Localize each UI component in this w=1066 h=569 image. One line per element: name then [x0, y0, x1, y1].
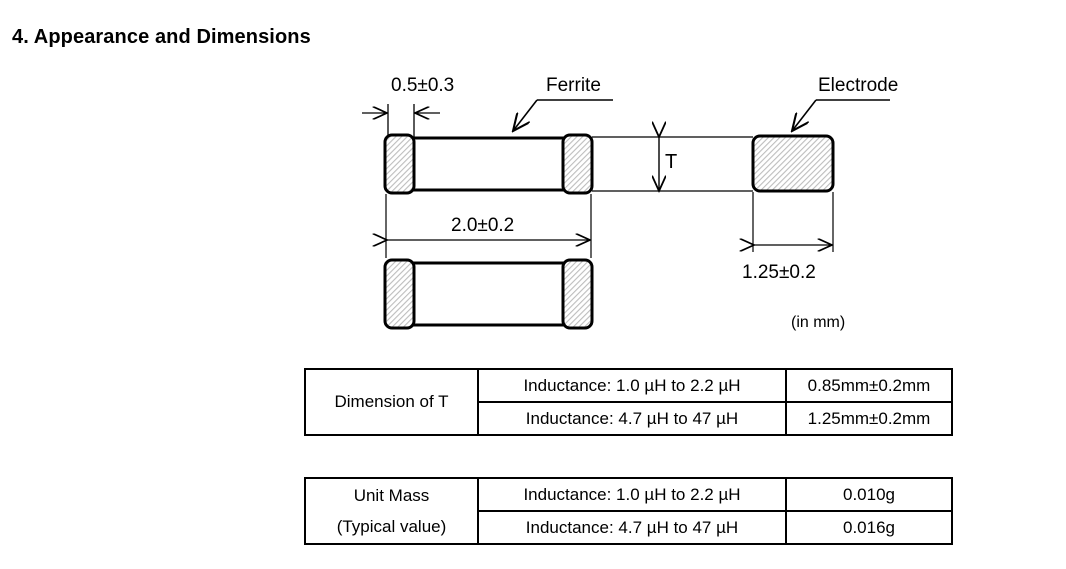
condition-cell: Inductance: 4.7 µH to 47 µH	[477, 401, 787, 436]
value-cell: 0.010g	[785, 477, 953, 512]
value-cell: 0.016g	[785, 510, 953, 545]
end-view	[751, 134, 835, 193]
table-row: Inductance: 4.7 µH to 47 µH 0.016g	[305, 510, 953, 545]
dimension-width	[753, 192, 834, 252]
row-header-dimension-of-t: Dimension of T	[304, 368, 479, 436]
bottom-view	[383, 258, 594, 330]
dimension-label-electrode-gap: 0.5±0.3	[391, 75, 455, 96]
part-label-electrode: Electrode	[818, 75, 899, 96]
electrode-right-bottom	[561, 258, 594, 330]
electrode-left	[383, 133, 416, 195]
table-dimension-of-t: Dimension of T Inductance: 1.0 µH to 2.2…	[304, 368, 953, 436]
dimension-label-length: 2.0±0.2	[451, 215, 515, 236]
units-note: (in mm)	[791, 314, 846, 331]
row-header-line2: (Typical value)	[336, 517, 447, 536]
projection-lines	[592, 136, 753, 192]
condition-cell: Inductance: 1.0 µH to 2.2 µH	[477, 368, 787, 403]
dimension-label-thickness: T	[665, 151, 678, 173]
row-header-unit-mass: Unit Mass (Typical value)	[304, 477, 479, 545]
electrode-right	[561, 133, 594, 195]
value-cell: 0.85mm±0.2mm	[785, 368, 953, 403]
table-row: Dimension of T Inductance: 1.0 µH to 2.2…	[304, 368, 953, 436]
dimension-label-width: 1.25±0.2	[742, 262, 816, 283]
leader-ferrite	[513, 99, 613, 131]
part-label-ferrite: Ferrite	[546, 75, 601, 96]
condition-cell: Inductance: 1.0 µH to 2.2 µH	[477, 477, 787, 512]
condition-cell: Inductance: 4.7 µH to 47 µH	[477, 510, 787, 545]
table-unit-mass: Unit Mass (Typical value) Inductance: 1.…	[304, 477, 953, 545]
dimension-electrode-gap	[362, 104, 440, 140]
row-header-line1: Unit Mass	[353, 486, 430, 505]
side-view	[383, 133, 594, 195]
value-cell: 1.25mm±0.2mm	[785, 401, 953, 436]
leader-electrode	[792, 99, 890, 131]
table-row: Unit Mass (Typical value) Inductance: 1.…	[304, 477, 953, 545]
dimension-length	[386, 194, 592, 258]
electrode-left-bottom	[383, 258, 416, 330]
page-title: 4. Appearance and Dimensions	[12, 26, 311, 48]
table-row: Inductance: 4.7 µH to 47 µH 1.25mm±0.2mm	[305, 401, 953, 436]
